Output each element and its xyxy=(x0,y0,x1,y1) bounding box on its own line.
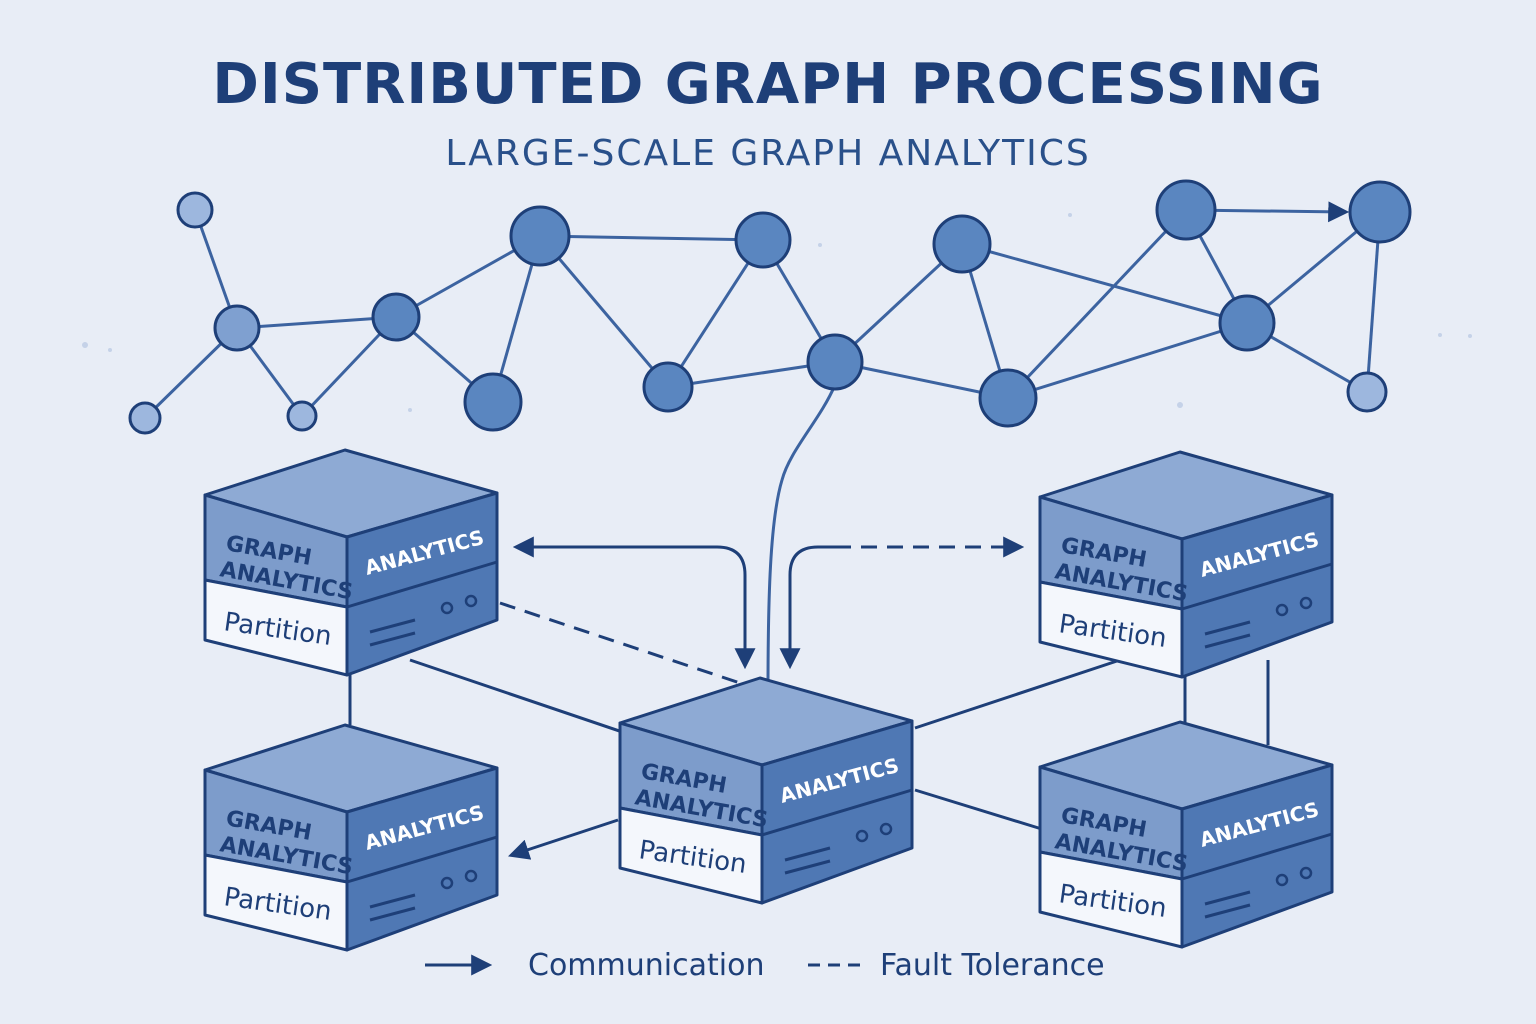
status-light xyxy=(440,601,454,615)
communication-arrow xyxy=(508,818,619,860)
drive-slot xyxy=(1204,633,1251,649)
graph-node xyxy=(978,368,1038,428)
graph-node xyxy=(509,205,571,267)
graph-node xyxy=(734,211,792,269)
legend: Communication Fault Tolerance xyxy=(425,948,1105,983)
graph-node xyxy=(286,400,318,432)
status-light xyxy=(879,822,893,836)
legend-fault-tolerance-label: Fault Tolerance xyxy=(880,948,1105,983)
drive-slot xyxy=(1204,620,1251,636)
graph-node xyxy=(371,292,421,342)
graph-node xyxy=(176,191,214,229)
drive-slot xyxy=(1204,903,1251,919)
background-dots xyxy=(82,213,1472,412)
graph-node xyxy=(932,214,992,274)
server-boxes: GRAPHANALYTICSANALYTICSPartitionGRAPHANA… xyxy=(203,448,1334,952)
diagram-subtitle: LARGE-SCALE GRAPH ANALYTICS xyxy=(445,133,1091,174)
graph-node xyxy=(1218,294,1276,352)
drive-slot xyxy=(369,631,416,647)
legend-communication-label: Communication xyxy=(528,948,764,983)
communication-arrow xyxy=(779,545,835,670)
communication-arrow xyxy=(512,536,756,670)
status-light xyxy=(440,876,454,890)
graph-node xyxy=(128,401,162,435)
graph-node xyxy=(213,304,261,352)
graph-node xyxy=(463,372,523,432)
fault-tolerance-link xyxy=(499,601,741,685)
drive-slot xyxy=(369,893,416,909)
drive-slot xyxy=(369,618,416,634)
status-light xyxy=(1275,603,1289,617)
graph-node xyxy=(642,361,694,413)
graph-node xyxy=(1346,371,1388,413)
status-light xyxy=(1275,873,1289,887)
status-light xyxy=(464,594,478,608)
status-light xyxy=(1299,596,1313,610)
graph-node xyxy=(1348,180,1412,244)
graph-nodes xyxy=(128,179,1412,435)
drive-slot xyxy=(784,846,831,862)
drive-slot xyxy=(1204,890,1251,906)
drive-slot xyxy=(784,859,831,875)
drive-slot xyxy=(369,906,416,922)
cluster-links xyxy=(348,658,1270,832)
status-light xyxy=(855,829,869,843)
graph-node xyxy=(1155,179,1217,241)
diagram-title: DISTRIBUTED GRAPH PROCESSING xyxy=(212,52,1324,117)
graph-node xyxy=(806,333,864,391)
communication-arrows xyxy=(499,536,1025,860)
status-light xyxy=(464,869,478,883)
status-light xyxy=(1299,866,1313,880)
